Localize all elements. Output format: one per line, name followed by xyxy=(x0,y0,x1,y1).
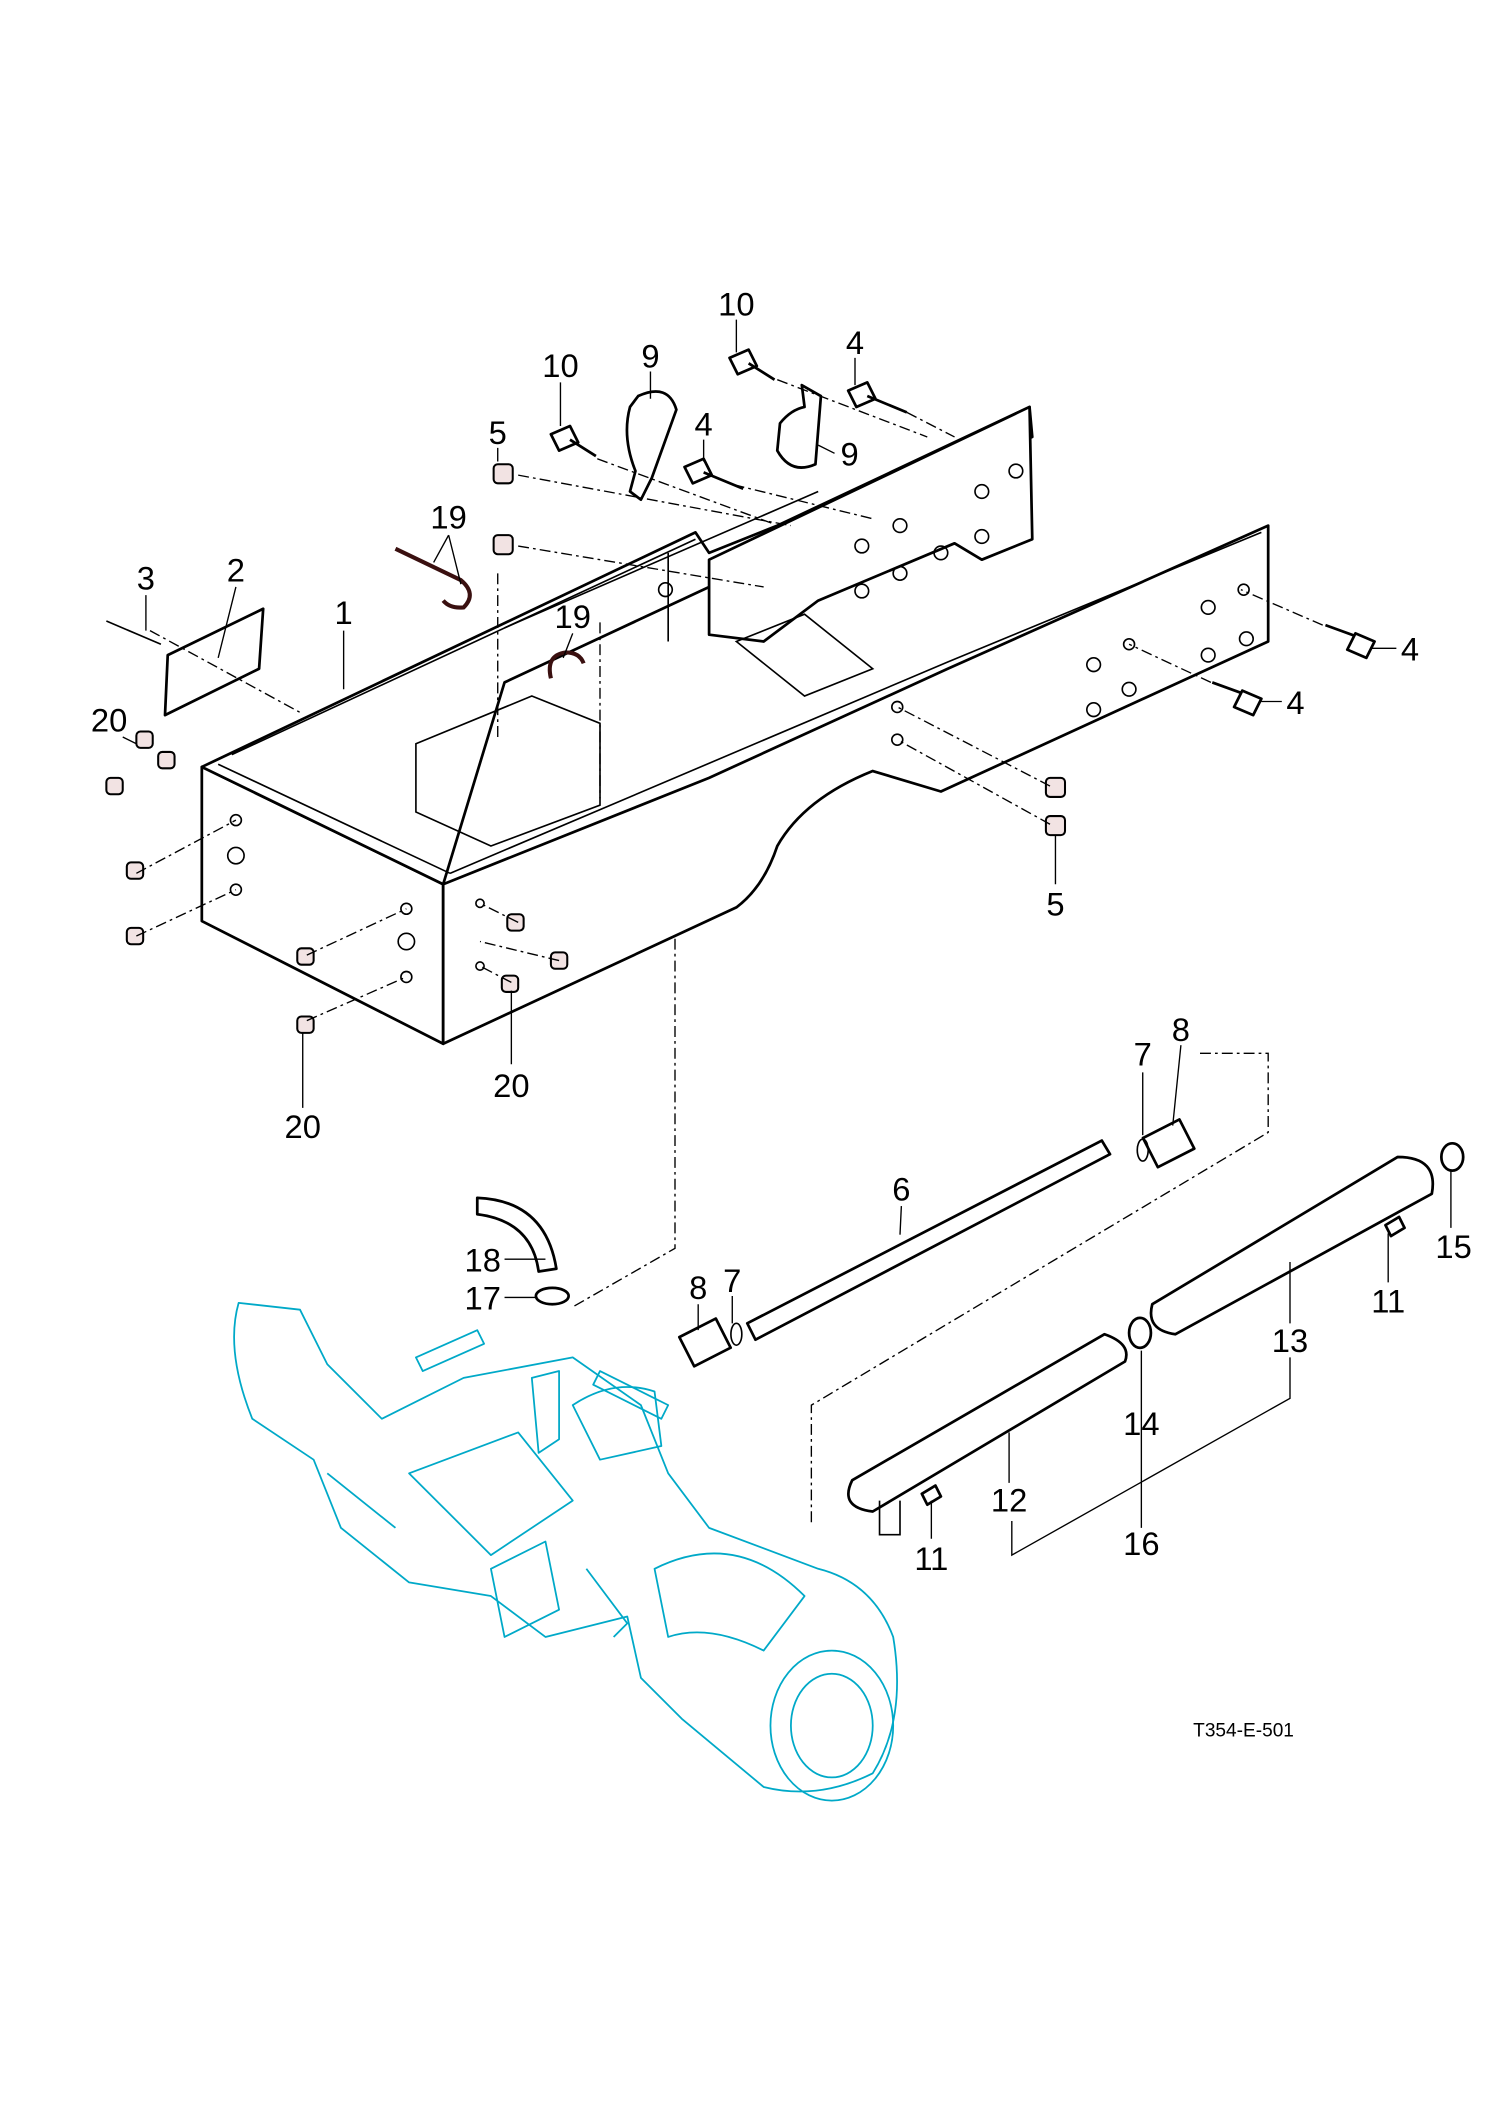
callout-12: 12 xyxy=(991,1482,1027,1519)
callout-2: 2 xyxy=(227,552,245,589)
hose-18 xyxy=(475,1196,558,1273)
callout-17: 17 xyxy=(465,1280,501,1317)
callout-19: 19 xyxy=(430,498,466,535)
tube-assembly xyxy=(847,1141,1465,1536)
callout-15: 15 xyxy=(1435,1228,1471,1265)
callout-7: 7 xyxy=(1134,1036,1152,1073)
guide-lines xyxy=(136,379,1323,1526)
callout-19: 19 xyxy=(555,598,591,635)
callout-10: 10 xyxy=(718,286,754,323)
callout-4: 4 xyxy=(846,324,864,361)
callouts: 10 4 9 10 4 9 5 19 3 2 1 19 4 4 20 5 20 … xyxy=(91,286,1472,1578)
callout-20: 20 xyxy=(91,702,127,739)
main-frame xyxy=(200,405,1270,1046)
callout-20: 20 xyxy=(285,1108,321,1145)
callout-20: 20 xyxy=(493,1067,529,1104)
axle-assembly xyxy=(233,1301,898,1802)
callout-4: 4 xyxy=(695,406,713,443)
callout-4: 4 xyxy=(1286,684,1304,721)
hardware xyxy=(105,348,1376,1034)
callout-11: 11 xyxy=(1371,1282,1405,1319)
callout-18: 18 xyxy=(465,1242,501,1279)
plate-2 xyxy=(163,607,265,717)
leader-lines xyxy=(122,319,1452,1557)
callout-5: 5 xyxy=(489,414,507,451)
callout-11: 11 xyxy=(914,1540,948,1577)
callout-6: 6 xyxy=(892,1171,910,1208)
clamp-17 xyxy=(534,1286,570,1306)
callout-4: 4 xyxy=(1401,631,1419,668)
callout-9: 9 xyxy=(840,436,858,473)
callout-13: 13 xyxy=(1272,1322,1308,1359)
callout-9: 9 xyxy=(641,337,659,374)
rivet-3 xyxy=(106,620,162,645)
callout-14: 14 xyxy=(1123,1405,1159,1442)
callout-7: 7 xyxy=(723,1262,741,1299)
callout-10: 10 xyxy=(542,347,578,384)
callout-8: 8 xyxy=(689,1269,707,1306)
shaft-assembly xyxy=(677,1118,1196,1368)
callout-3: 3 xyxy=(137,560,155,597)
callout-8: 8 xyxy=(1172,1011,1190,1048)
reference-code: T354-E-501 xyxy=(1193,1721,1294,1742)
callout-16: 16 xyxy=(1123,1525,1159,1562)
callout-5: 5 xyxy=(1046,886,1064,923)
callout-1: 1 xyxy=(335,594,353,631)
